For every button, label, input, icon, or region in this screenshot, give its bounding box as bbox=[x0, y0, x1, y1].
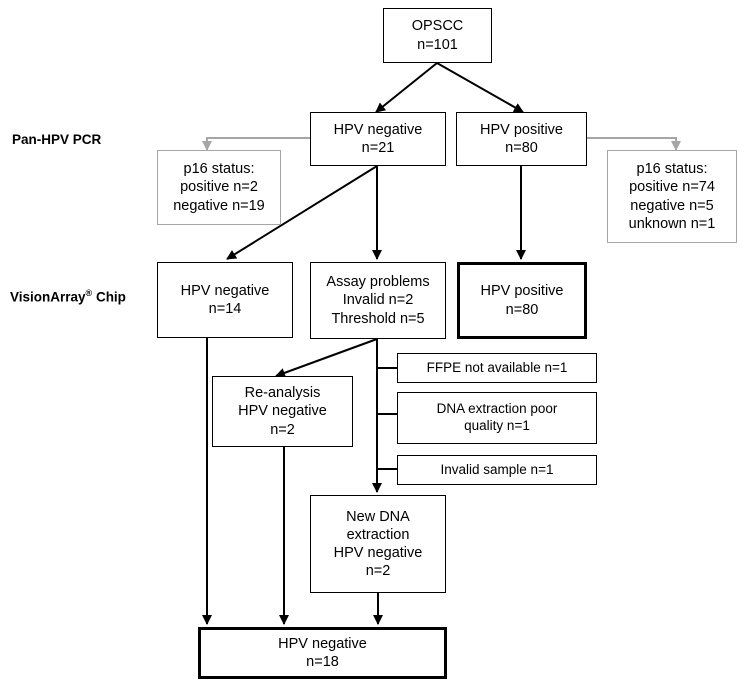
box-p16-status-right: p16 status: positive n=74 negative n=5 u… bbox=[607, 150, 737, 243]
pan-hpv-pcr-text: Pan-HPV PCR bbox=[12, 132, 102, 147]
box-reanalysis-line-2: HPV negative bbox=[238, 403, 327, 420]
gray-arrow-to-p16-left bbox=[202, 137, 310, 151]
box-chip-neg-line-2: n=14 bbox=[208, 301, 242, 317]
box-reanalysis-line-1: Re-analysis bbox=[244, 385, 321, 402]
box-dna-extraction-poor: DNA extraction poor quality n=1 bbox=[397, 392, 597, 444]
box-reanalysis: Re-analysis HPV negative n=2 bbox=[212, 376, 353, 447]
box-dna-poor-line-1: DNA extraction poor bbox=[436, 401, 558, 417]
box-p16-right-line-1: p16 status: bbox=[636, 161, 708, 178]
chip-suffix: Chip bbox=[92, 289, 126, 305]
box-opscc-line-1: OPSCC bbox=[411, 18, 464, 35]
box-ffpe-not-available: FFPE not available n=1 bbox=[397, 353, 597, 383]
box-p16-left-line-3: negative n=19 bbox=[173, 197, 265, 214]
visionarray-chip-label: VisionArray® Chip bbox=[10, 288, 126, 305]
gray-arrow-to-p16-right bbox=[587, 137, 681, 151]
box-pcr-hpv-positive: HPV positive n=80 bbox=[456, 112, 587, 166]
box-assay-line-3: Threshold n=5 bbox=[331, 310, 425, 327]
box-new-dna-line-1: New DNA bbox=[346, 508, 410, 525]
box-pcr-pos-line-1: HPV positive bbox=[479, 121, 563, 138]
box-invalid-sample-line-1: Invalid sample n=1 bbox=[440, 461, 554, 477]
box-pcr-hpv-negative: HPV negative n=21 bbox=[310, 112, 446, 166]
box-pcr-neg-line-2: n=21 bbox=[361, 140, 395, 156]
arrow-opscc-to-pcr-neg bbox=[375, 62, 438, 113]
box-p16-left-line-2: positive n=2 bbox=[180, 179, 258, 196]
box-p16-right-line-4: unknown n=1 bbox=[628, 215, 716, 232]
arrow-assay-to-reanalysis bbox=[275, 338, 378, 378]
box-chip-pos-line-1: HPV positive bbox=[480, 283, 564, 300]
arrow-pcr-neg-to-chip-neg bbox=[226, 165, 378, 260]
box-opscc: OPSCC n=101 bbox=[383, 8, 492, 63]
box-chip-hpv-negative: HPV negative n=14 bbox=[157, 262, 293, 338]
box-pcr-pos-line-2: n=80 bbox=[505, 140, 538, 156]
box-new-dna-line-2: extraction bbox=[346, 526, 410, 543]
box-p16-right-line-3: negative n=5 bbox=[630, 197, 714, 214]
box-dna-poor-line-2: quality n=1 bbox=[464, 418, 530, 433]
box-final-hpv-negative: HPV negative n=18 bbox=[198, 627, 447, 679]
box-invalid-sample: Invalid sample n=1 bbox=[397, 455, 597, 485]
visionarray-name: VisionArray bbox=[10, 289, 86, 305]
box-assay-line-1: Assay problems bbox=[326, 274, 430, 291]
box-pcr-neg-line-1: HPV negative bbox=[333, 121, 423, 138]
box-ffpe-line-1: FFPE not available n=1 bbox=[426, 359, 568, 375]
box-p16-right-line-2: positive n=74 bbox=[629, 179, 715, 196]
box-reanalysis-line-3: n=2 bbox=[270, 421, 295, 438]
box-new-dna-line-3: HPV negative bbox=[333, 545, 423, 561]
box-opscc-line-2: n=101 bbox=[417, 36, 458, 53]
box-new-dna-extraction: New DNA extraction HPV negative n=2 bbox=[310, 495, 446, 593]
box-p16-status-left: p16 status: positive n=2 negative n=19 bbox=[157, 150, 281, 225]
pan-hpv-pcr-label: Pan-HPV PCR bbox=[12, 132, 101, 147]
box-assay-line-2: Invalid n=2 bbox=[342, 292, 414, 309]
box-chip-pos-line-2: n=80 bbox=[505, 301, 539, 318]
box-chip-hpv-positive: HPV positive n=80 bbox=[457, 262, 587, 339]
registered-mark: ® bbox=[85, 288, 93, 298]
box-new-dna-line-4: n=2 bbox=[365, 563, 391, 580]
box-assay-problems: Assay problems Invalid n=2 Threshold n=5 bbox=[310, 262, 446, 339]
box-chip-neg-line-1: HPV negative bbox=[180, 282, 270, 299]
box-final-line-2: n=18 bbox=[306, 654, 339, 670]
arrow-opscc-to-pcr-pos bbox=[436, 62, 524, 113]
box-final-line-1: HPV negative bbox=[278, 635, 367, 652]
box-p16-left-line-1: p16 status: bbox=[183, 161, 255, 178]
